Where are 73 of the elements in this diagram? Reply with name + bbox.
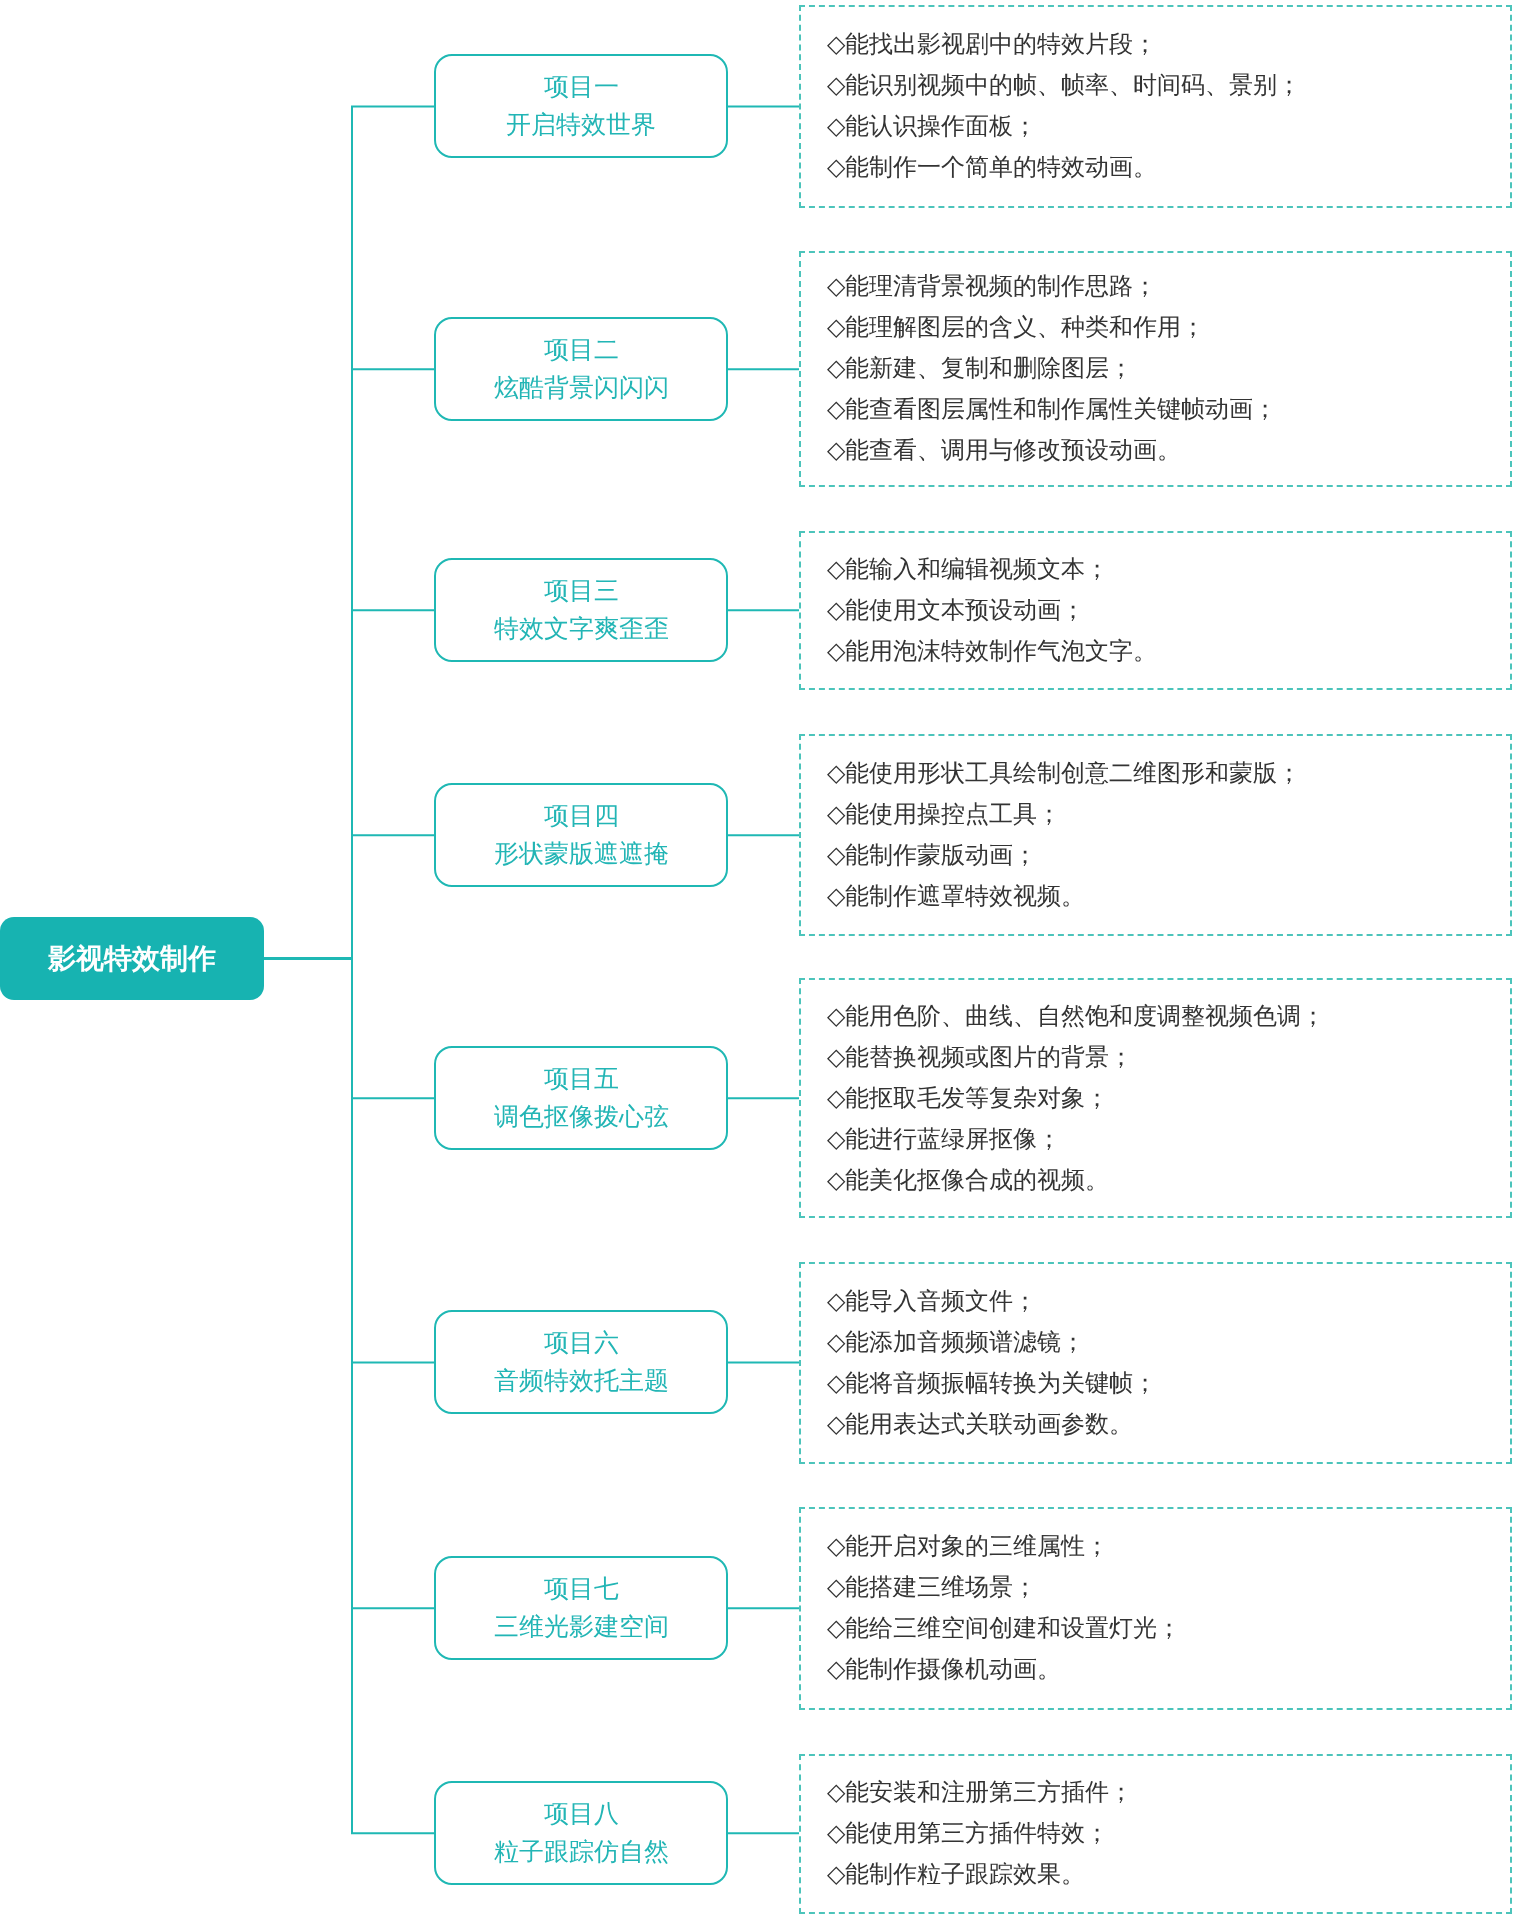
connector-line (727, 368, 800, 371)
project-label: 三维光影建空间 (493, 1611, 669, 1644)
project-label: 调色抠像拨心弦 (493, 1101, 669, 1134)
objective-text: ◇能识别视频中的帧、帧率、时间码、景别； (827, 70, 1303, 102)
project-label: 项目六 (543, 1327, 619, 1360)
project-label: 粒子跟踪仿自然 (493, 1836, 669, 1869)
objective-text: ◇能制作遮罩特效视频。 (827, 880, 1087, 912)
objectives-box (799, 733, 1512, 936)
project-label: 炫酷背景闪闪闪 (493, 372, 669, 405)
objective-text: ◇能添加音频频谱滤镜； (827, 1327, 1087, 1359)
objective-text: ◇能用表达式关联动画参数。 (827, 1409, 1135, 1441)
project-label: 项目一 (543, 71, 619, 104)
connector-line (727, 834, 800, 837)
project-box (434, 558, 728, 663)
objectives-box (799, 1753, 1512, 1914)
objective-text: ◇能用泡沫特效制作气泡文字。 (827, 635, 1159, 667)
objective-text: ◇能查看图层属性和制作属性关键帧动画； (827, 394, 1279, 426)
objective-text: ◇能抠取毛发等复杂对象； (827, 1082, 1111, 1114)
connector-line (727, 609, 800, 612)
objective-text: ◇能替换视频或图片的背景； (827, 1041, 1135, 1073)
objective-text: ◇能用色阶、曲线、自然饱和度调整视频色调； (827, 1000, 1327, 1032)
project-label: 项目三 (543, 575, 619, 608)
connector-line (727, 1097, 800, 1100)
objective-text: ◇能理解图层的含义、种类和作用； (827, 312, 1207, 344)
project-label: 形状蒙版遮遮掩 (493, 838, 669, 871)
project-label: 项目四 (543, 800, 619, 833)
objective-text: ◇能给三维空间创建和设置灯光； (827, 1613, 1183, 1645)
objectives-box (799, 4, 1512, 208)
objective-text: ◇能输入和编辑视频文本； (827, 553, 1111, 585)
objective-text: ◇能美化抠像合成的视频。 (827, 1164, 1111, 1196)
connector-line (727, 105, 800, 108)
project-label: 项目八 (543, 1798, 619, 1831)
objective-text: ◇能使用操控点工具； (827, 798, 1063, 830)
objective-text: ◇能制作一个简单的特效动画。 (827, 152, 1159, 184)
objectives-box (799, 978, 1512, 1219)
objective-text: ◇能使用第三方插件特效； (827, 1818, 1111, 1850)
objective-text: ◇能新建、复制和删除图层； (827, 353, 1135, 385)
objective-text: ◇能导入音频文件； (827, 1286, 1039, 1318)
project-box (434, 54, 728, 159)
objective-text: ◇能制作摄像机动画。 (827, 1654, 1063, 1686)
objective-text: ◇能找出影视剧中的特效片段； (827, 29, 1159, 61)
project-box (434, 1310, 728, 1415)
root-box: 影视特效制作 (0, 917, 264, 1000)
project-box (434, 1556, 728, 1661)
project-label: 项目七 (543, 1573, 619, 1606)
objective-text: ◇能制作粒子跟踪效果。 (827, 1859, 1087, 1891)
project-label: 开启特效世界 (506, 109, 656, 142)
project-box (434, 783, 728, 888)
objective-text: ◇能开启对象的三维属性； (827, 1531, 1111, 1563)
objective-text: ◇能查看、调用与修改预设动画。 (827, 435, 1183, 467)
connector-line (727, 1361, 800, 1364)
objective-text: ◇能使用形状工具绘制创意二维图形和蒙版； (827, 757, 1303, 789)
objective-text: ◇能安装和注册第三方插件； (827, 1777, 1135, 1809)
objective-text: ◇能制作蒙版动画； (827, 839, 1039, 871)
connector-line (727, 1607, 800, 1610)
objective-text: ◇能将音频振幅转换为关键帧； (827, 1368, 1159, 1400)
connector-line (727, 1832, 800, 1835)
objectives-box (799, 250, 1512, 487)
objective-text: ◇能搭建三维场景； (827, 1572, 1039, 1604)
project-label: 项目二 (543, 334, 619, 367)
project-box (434, 1046, 728, 1151)
project-box (434, 317, 728, 422)
objective-text: ◇能进行蓝绿屏抠像； (827, 1123, 1063, 1155)
project-box (434, 1781, 728, 1886)
objectives-box (799, 1262, 1512, 1464)
objective-text: ◇能认识操作面板； (827, 111, 1039, 143)
objectives-box (799, 1506, 1512, 1710)
objective-text: ◇能理清背景视频的制作思路； (827, 271, 1159, 303)
objective-text: ◇能使用文本预设动画； (827, 594, 1087, 626)
project-label: 项目五 (543, 1063, 619, 1096)
project-label: 特效文字爽歪歪 (493, 613, 669, 646)
objectives-box (799, 530, 1512, 690)
project-label: 音频特效托主题 (493, 1365, 669, 1398)
